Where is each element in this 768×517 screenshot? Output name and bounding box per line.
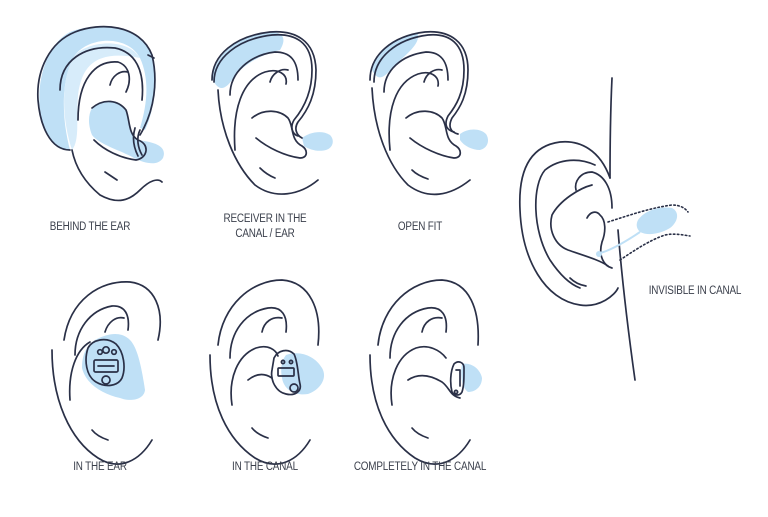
label-in-the-ear: IN THE EAR [73,461,127,473]
figure-behind-the-ear: BEHIND THE EAR [0,0,200,250]
figure-receiver-in-canal: RECEIVER IN THE CANAL / EAR [190,0,370,250]
figure-invisible-in-canal: INVISIBLE IN CANAL [500,60,768,390]
in-the-canal-illustration [209,279,325,465]
label-receiver-in-canal-line1: RECEIVER IN THE [223,213,307,225]
label-receiver-in-canal-line2: CANAL / EAR [235,228,295,240]
label-behind-the-ear: BEHIND THE EAR [49,221,131,233]
label-invisible-in-canal: INVISIBLE IN CANAL [648,285,742,297]
label-open-fit: OPEN FIT [397,221,443,233]
behind-the-ear-illustration [37,25,164,202]
figure-completely-in-canal: COMPLETELY IN THE CANAL [350,260,510,490]
figure-in-the-ear: IN THE EAR [30,260,200,490]
invisible-in-canal-illustration [518,77,691,381]
figure-in-the-canal: IN THE CANAL [190,260,360,490]
open-fit-illustration [369,31,488,196]
label-in-the-canal: IN THE CANAL [232,461,298,473]
receiver-in-canal-illustration [211,30,333,195]
in-the-ear-illustration [51,281,162,465]
completely-in-canal-illustration [369,279,482,465]
figure-open-fit: OPEN FIT [350,0,510,250]
label-completely-in-canal: COMPLETELY IN THE CANAL [353,461,487,473]
